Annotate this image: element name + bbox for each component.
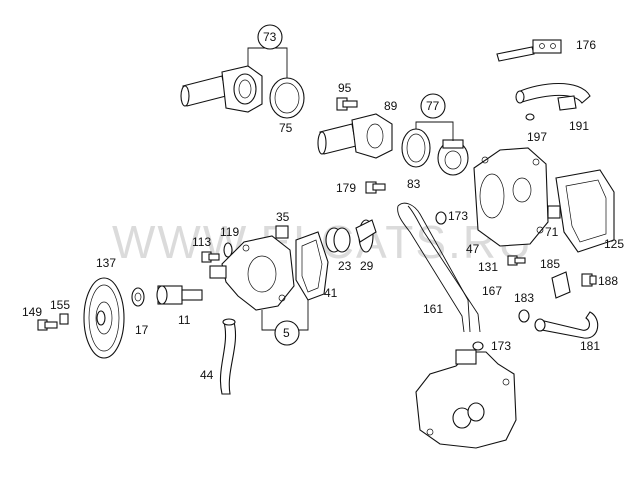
coolant-pipe-161-part	[397, 202, 481, 333]
impeller-23-part	[325, 227, 351, 253]
bolt-95-part	[336, 97, 358, 111]
seal-173-lower	[472, 341, 484, 351]
label-95: 95	[338, 81, 352, 95]
label-167: 167	[482, 284, 502, 298]
hub-17	[131, 287, 145, 307]
label-35: 35	[276, 210, 290, 224]
label-77: 77	[426, 99, 440, 113]
washer-155	[59, 313, 69, 325]
bolt-149-part	[37, 319, 58, 331]
coolant-pipe-181-part	[534, 311, 599, 339]
callout-circle-73	[257, 24, 283, 50]
label-119: 119	[220, 225, 239, 239]
label-89: 89	[384, 99, 398, 113]
label-176: 176	[576, 38, 596, 52]
label-179: 179	[336, 181, 356, 195]
callout-circle-77	[420, 93, 446, 119]
sealing-ring-77	[401, 128, 431, 168]
part-29	[355, 219, 377, 253]
label-173-lower: 173	[491, 339, 511, 353]
plug-71	[547, 205, 561, 219]
thermostat-housing-part	[180, 65, 263, 113]
seal-173-upper	[435, 211, 447, 225]
water-pump-part	[209, 235, 295, 311]
bolt-179-part	[365, 181, 386, 194]
label-5: 5	[283, 326, 290, 340]
gasket-125	[555, 169, 615, 253]
label-181: 181	[580, 339, 600, 353]
label-149: 149	[22, 305, 42, 319]
label-131: 131	[478, 260, 498, 274]
housing-47-part	[473, 147, 549, 247]
label-161: 161	[423, 302, 443, 316]
shaft-11-part	[156, 285, 203, 305]
label-29: 29	[360, 259, 374, 273]
seal-183	[518, 309, 530, 323]
bypass-pipe-191-part	[515, 82, 591, 111]
label-17: 17	[135, 323, 149, 337]
seal-119	[223, 242, 233, 258]
label-75: 75	[279, 121, 293, 135]
bracket-176-part	[496, 39, 562, 62]
callout-circle-5	[274, 320, 300, 346]
label-125: 125	[604, 237, 624, 251]
label-73: 73	[263, 30, 277, 44]
seal-197	[525, 113, 535, 121]
bolt-131-part	[507, 255, 526, 266]
label-47: 47	[466, 242, 480, 256]
plug-188-part	[581, 273, 597, 287]
label-155: 155	[50, 298, 70, 312]
label-173-upper: 173	[448, 209, 468, 223]
label-41: 41	[324, 286, 338, 300]
label-71: 71	[545, 225, 559, 239]
lower-housing-part	[415, 349, 517, 449]
part-35	[275, 225, 289, 239]
label-197: 197	[527, 130, 547, 144]
label-137: 137	[96, 256, 116, 270]
coolant-connector-89-part	[317, 113, 393, 159]
label-11: 11	[178, 313, 191, 327]
gasket-41	[295, 231, 329, 301]
label-83: 83	[407, 177, 421, 191]
thermostat-77-part	[437, 139, 469, 176]
label-23: 23	[338, 259, 352, 273]
label-191: 191	[569, 119, 589, 133]
bolt-113-part	[201, 251, 220, 263]
pulley-137-part	[83, 277, 125, 359]
label-188: 188	[598, 274, 618, 288]
label-113: 113	[192, 235, 211, 249]
bracket-185	[551, 271, 571, 299]
label-185: 185	[540, 257, 560, 271]
hose-44	[219, 321, 237, 395]
label-44: 44	[200, 368, 214, 382]
label-183: 183	[514, 291, 534, 305]
